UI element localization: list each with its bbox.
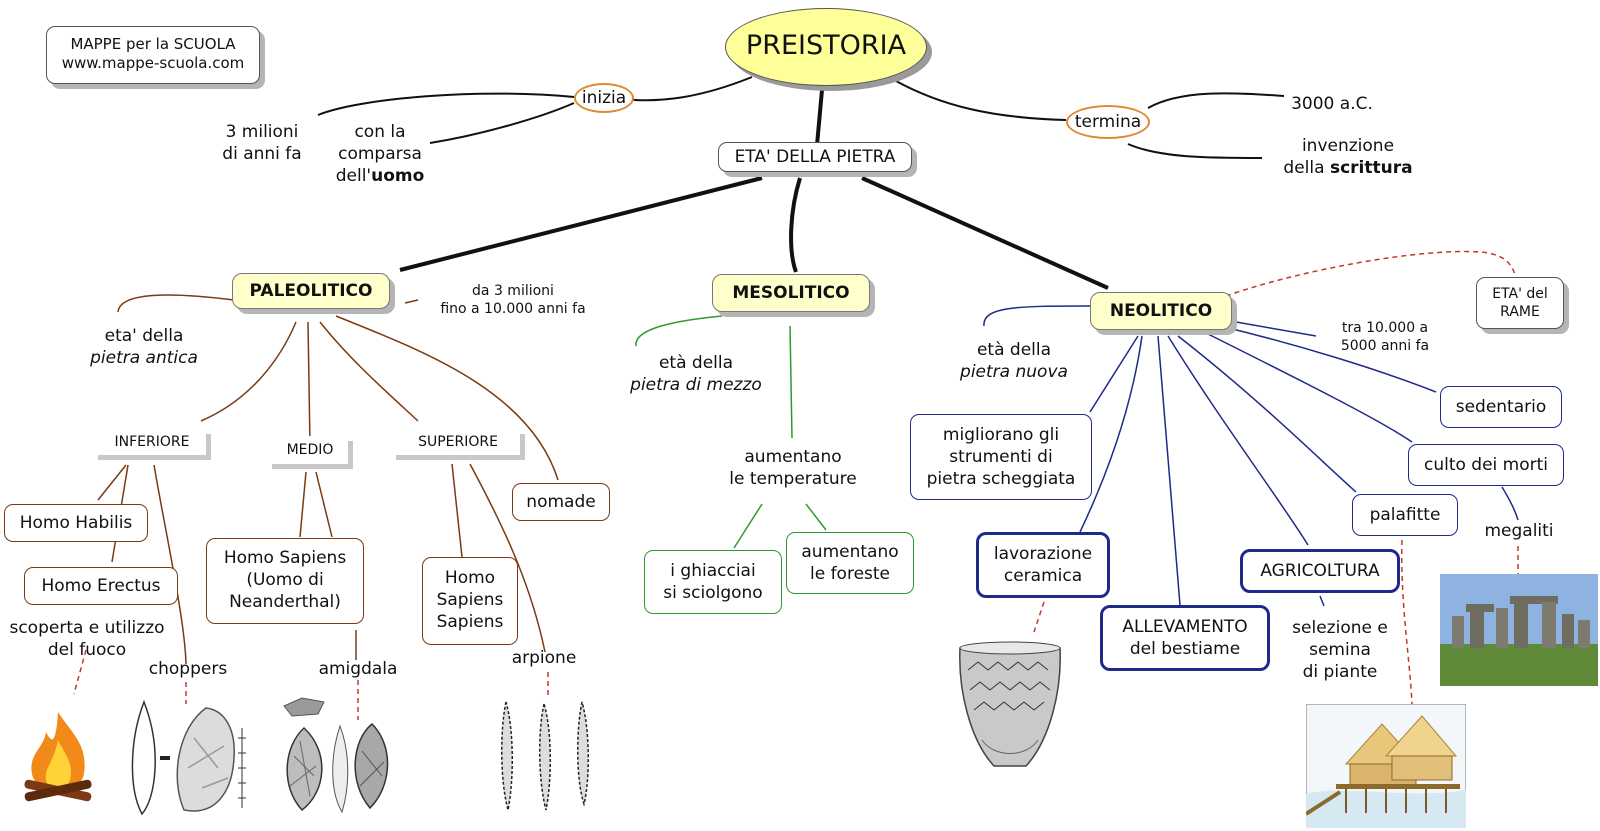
choppers-label: choppers: [148, 659, 228, 679]
choppers-illustration: [131, 699, 246, 816]
palafitte-node[interactable]: palafitte: [1352, 494, 1458, 536]
paleolitico-medio-node[interactable]: MEDIO: [272, 436, 348, 464]
paleolitico-inferiore-node[interactable]: INFERIORE: [98, 429, 206, 455]
megaliti-label: megaliti: [1484, 521, 1554, 541]
sedentario-node[interactable]: sedentario: [1440, 386, 1562, 428]
homo-erectus-node[interactable]: Homo Erectus: [24, 567, 178, 605]
culto-morti-node[interactable]: culto dei morti: [1408, 444, 1564, 486]
homo-habilis-node[interactable]: Homo Habilis: [4, 504, 148, 542]
arpione-label: arpione: [511, 648, 577, 668]
ceramica-vase-illustration: [959, 641, 1061, 767]
credit-line2: www.mappe-scuola.com: [61, 54, 245, 72]
root-node-preistoria[interactable]: PREISTORIA: [725, 8, 927, 86]
eta-della-pietra-node[interactable]: ETA' DELLA PIETRA: [718, 142, 912, 172]
paleolitico-node[interactable]: PALEOLITICO: [232, 273, 390, 309]
amigdala-illustration: [283, 697, 389, 814]
neolitico-node[interactable]: NEOLITICO: [1090, 292, 1232, 330]
nomade-node[interactable]: nomade: [512, 483, 610, 521]
mesolitico-node[interactable]: MESOLITICO: [712, 274, 870, 312]
palafitte-illustration: [1306, 704, 1466, 828]
agricoltura-node[interactable]: AGRICOLTURA: [1240, 549, 1400, 593]
paleolitico-superiore-node[interactable]: SUPERIORE: [396, 429, 520, 455]
termina-scrittura: invenzione della scrittura: [1283, 136, 1413, 178]
credit-line1: MAPPE per la SCUOLA: [70, 35, 236, 53]
fire-illustration: [24, 712, 92, 802]
amigdala-label: amigdala: [318, 659, 398, 679]
credit-box: MAPPE per la SCUOLA www.mappe-scuola.com: [46, 26, 260, 84]
inizia-node[interactable]: inizia: [574, 83, 634, 113]
termina-node[interactable]: termina: [1066, 105, 1150, 139]
stonehenge-photo: [1440, 574, 1598, 686]
arpione-illustration: [500, 701, 590, 811]
termina-date: 3000 a.C.: [1291, 94, 1373, 114]
